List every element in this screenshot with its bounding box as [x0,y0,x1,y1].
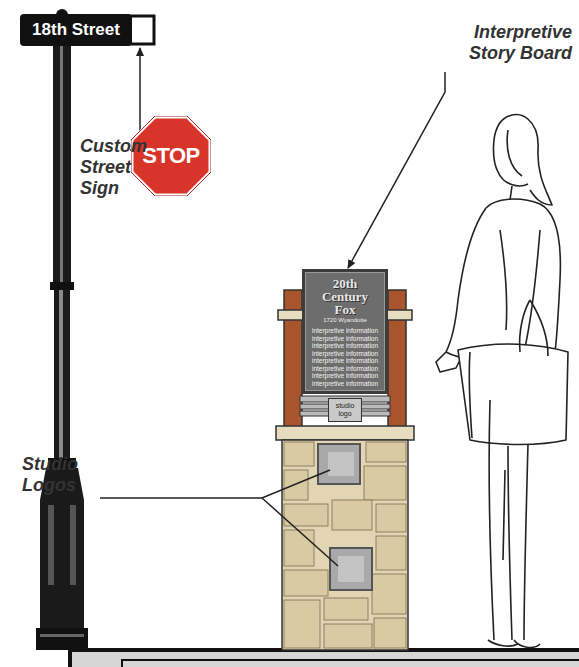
board-body-line: interpretive information [308,350,382,358]
board-body-line: interpretive information [308,342,382,350]
street-sign: 18th Street [20,14,132,46]
board-body-line: interpretive information [308,335,382,343]
leader-line [262,498,338,566]
pedestrian-figure [436,115,568,648]
plate-text: studio logo [330,402,360,418]
stop-sign: STOP [131,116,211,196]
board-body-line: interpretive information [308,380,382,388]
board-body-line: interpretive information [308,357,382,365]
stop-text: STOP [142,143,200,169]
story-board: 20th Century Fox1720 Wyandotte interpreti… [302,269,388,394]
studio-logo-plate: studio logo [328,398,362,422]
board-body-line: interpretive information [308,372,382,380]
street-pole [36,9,154,650]
callout-label: Custom Street Sign [80,136,138,199]
board-body-line: interpretive information [308,365,382,373]
sidewalk [70,650,579,667]
street-name: 18th Street [32,20,120,40]
board-address: 1720 Wyandotte [308,316,382,324]
callout-label: Studio Logos [22,454,98,496]
leader-line [100,470,330,498]
monument-pillar [276,290,414,650]
board-heading: 20th Century Fox [308,277,382,316]
callout-label: Interpretive Story Board [440,22,572,64]
board-body-line: interpretive information [308,327,382,335]
leader-line [348,72,445,268]
